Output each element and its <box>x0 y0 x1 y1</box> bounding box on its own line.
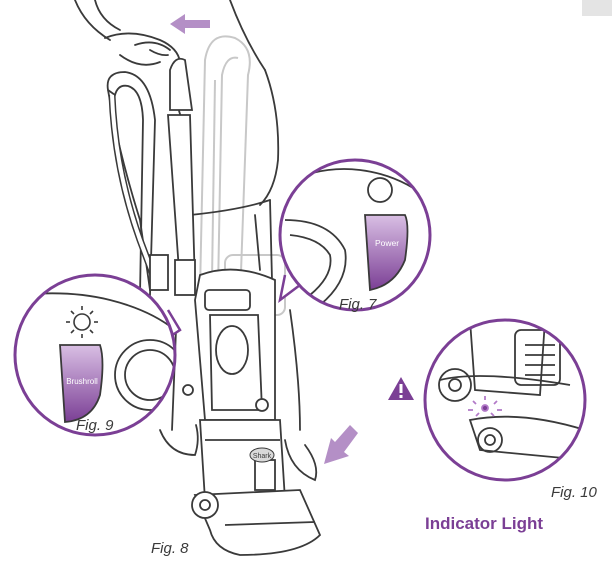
indicator-glow <box>468 396 502 417</box>
page-corner-tab <box>582 0 612 16</box>
fig7-callout: Power <box>278 158 432 312</box>
warning-icon <box>388 377 414 400</box>
user-figure <box>74 0 318 482</box>
fig9-callout: Brushroll <box>13 273 182 437</box>
motion-arrow-icon-2 <box>324 425 358 464</box>
motion-arrow-icon <box>170 14 210 34</box>
vacuum-body <box>106 57 322 556</box>
indicator-light-heading: Indicator Light <box>425 514 544 533</box>
fig7-label: Fig. 7 <box>339 296 377 313</box>
svg-text:Shark: Shark <box>253 453 272 460</box>
brand-badge: Shark <box>249 447 275 463</box>
fig8-label: Fig. 8 <box>151 540 189 557</box>
fig9-label: Fig. 9 <box>76 417 114 434</box>
fig10-label: Fig. 10 <box>551 484 597 501</box>
brushroll-button-label: Brushroll <box>66 377 98 386</box>
light-burst-icon <box>66 306 98 338</box>
power-button-label: Power <box>375 238 399 248</box>
fig10-callout <box>423 318 587 482</box>
